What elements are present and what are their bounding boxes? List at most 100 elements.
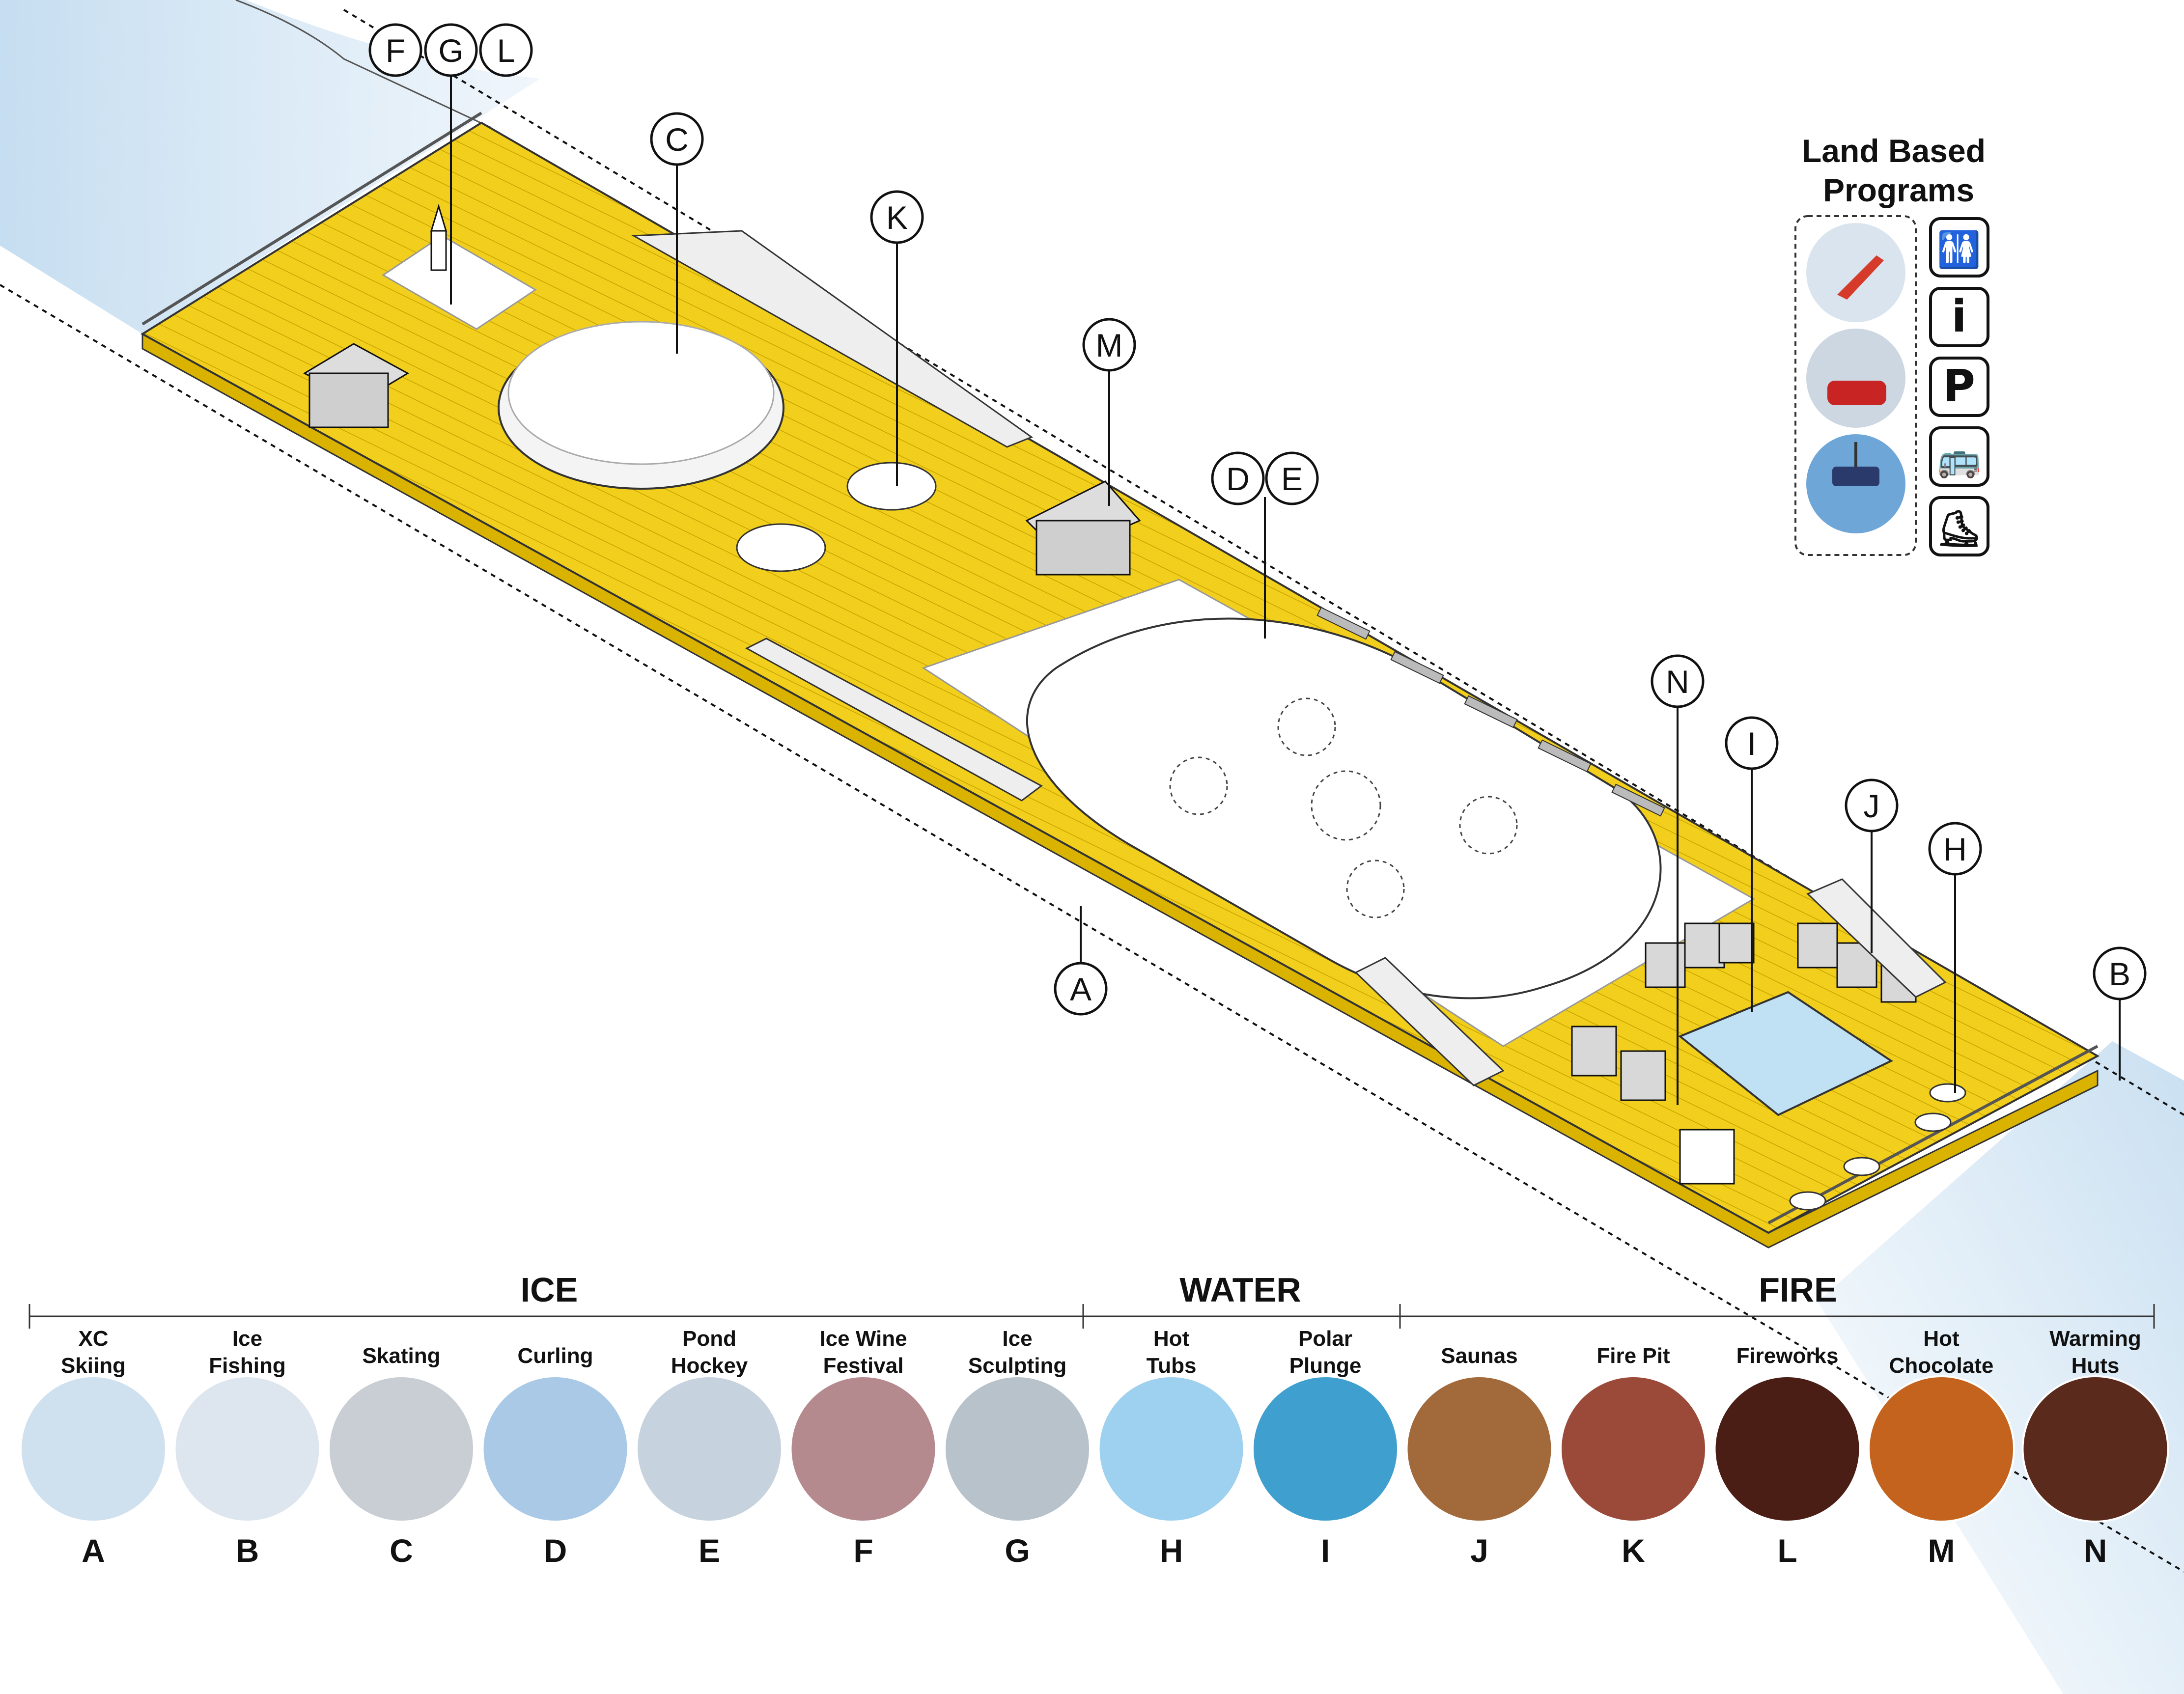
program-photo	[328, 1375, 475, 1523]
program-label-line1: Hot	[1153, 1327, 1190, 1351]
water-area-bottom-right	[1818, 1041, 2184, 1694]
land-based-programs-legend: Land Based Programs 🚻iP🚌⛸	[1794, 133, 1989, 556]
program-label-line1: Polar	[1298, 1327, 1352, 1351]
program-letter: J	[1470, 1532, 1488, 1569]
program-photo	[1252, 1375, 1399, 1523]
plaza-square	[382, 235, 537, 330]
category-ice: ICE	[521, 1271, 578, 1309]
program-letter: M	[1928, 1532, 1955, 1569]
clock-tower	[430, 203, 448, 271]
program-label-line1: Saunas	[1441, 1344, 1518, 1368]
program-letter: D	[544, 1532, 567, 1569]
program-photo	[636, 1375, 783, 1523]
callout-letter: M	[1096, 327, 1123, 363]
callout-c: C	[650, 112, 704, 354]
callout-j: J	[1845, 778, 1899, 953]
program-label-line1: Ice	[1002, 1327, 1032, 1351]
program-label-line1: Ice Wine	[819, 1327, 907, 1351]
callout-n: N	[1651, 654, 1705, 1105]
ramp	[745, 638, 1043, 802]
callout-d: D	[1211, 451, 1265, 505]
stairs	[1806, 878, 1947, 998]
program-letter: H	[1160, 1532, 1183, 1569]
program-label-line1: XC	[78, 1327, 108, 1351]
callout-letter: A	[1070, 971, 1092, 1007]
snowmobile-icon	[1804, 327, 1907, 430]
program-photo	[1868, 1375, 2015, 1523]
program-letter: I	[1321, 1532, 1330, 1569]
warming-hut-building	[303, 343, 410, 428]
hot-chocolate-building	[1025, 480, 1141, 576]
callout-letter: F	[386, 32, 405, 69]
legend-title-line1: Land Based	[1802, 133, 1986, 169]
callout-letter: H	[1943, 831, 1967, 867]
program-photo	[1560, 1375, 1707, 1523]
program-label-line1: Fire Pit	[1596, 1344, 1670, 1368]
program-letter: B	[236, 1532, 259, 1569]
callout-f: F	[368, 23, 422, 77]
bus-icon-glyph: 🚌	[1937, 438, 1981, 479]
program-letter: E	[699, 1532, 720, 1569]
callout-letter: G	[438, 32, 463, 69]
sauna-huts	[1571, 922, 1917, 1185]
callout-e: E	[1264, 451, 1319, 639]
downhill-skier-icon	[1804, 221, 1907, 324]
program-photo	[20, 1375, 167, 1523]
callout-letter: E	[1281, 461, 1303, 497]
category-fire: FIRE	[1759, 1271, 1837, 1309]
program-letter: C	[390, 1532, 413, 1569]
program-label-line1: Pond	[682, 1327, 736, 1351]
callout-a: A	[1054, 906, 1108, 1016]
program-label-line2: Hockey	[671, 1354, 748, 1378]
restroom-icon: 🚻	[1929, 217, 1989, 278]
program-label-line1: Curling	[518, 1344, 593, 1368]
program-photo	[789, 1375, 937, 1523]
water-area-top-left	[0, 0, 540, 334]
parking-icon: P	[1929, 357, 1989, 417]
hot-tub	[1929, 1083, 1966, 1103]
callout-letter: C	[665, 121, 689, 158]
callout-letter: K	[886, 199, 908, 236]
program-letter: K	[1622, 1532, 1645, 1569]
program-label-line2: Chocolate	[1889, 1354, 1994, 1378]
ramp	[631, 230, 1034, 448]
fire-pit-ring	[736, 523, 826, 572]
program-label-line1: Warming	[2049, 1327, 2141, 1351]
program-letter: A	[82, 1532, 105, 1569]
program-photo	[481, 1375, 629, 1523]
callout-l: L	[479, 23, 533, 77]
program-label-line2: Tubs	[1147, 1354, 1197, 1378]
program-label-line1: Fireworks	[1736, 1344, 1839, 1368]
callout-k: K	[870, 190, 924, 486]
program-letter: L	[1777, 1532, 1797, 1569]
railing	[141, 111, 482, 326]
callout-g: G	[424, 23, 478, 305]
skate-rental-icon-glyph: ⛸	[1936, 508, 1981, 549]
program-label-line2: Huts	[2072, 1354, 2120, 1378]
chairlift-icon	[1804, 432, 1907, 535]
railing	[1767, 1045, 2099, 1224]
program-letter: G	[1005, 1532, 1030, 1569]
callout-m: M	[1082, 318, 1136, 506]
program-photo	[1097, 1375, 1245, 1523]
callout-h: H	[1928, 822, 1982, 1093]
callout-letter: L	[497, 32, 515, 69]
benches	[1316, 607, 1665, 817]
dashed-guide-line	[0, 284, 2184, 1573]
callout-letter: I	[1747, 725, 1756, 762]
callout-letter: N	[1666, 664, 1689, 700]
program-photo	[2021, 1375, 2169, 1523]
restroom-icon-glyph: 🚻	[1937, 229, 1981, 270]
legend-photo-frame	[1794, 215, 1917, 556]
